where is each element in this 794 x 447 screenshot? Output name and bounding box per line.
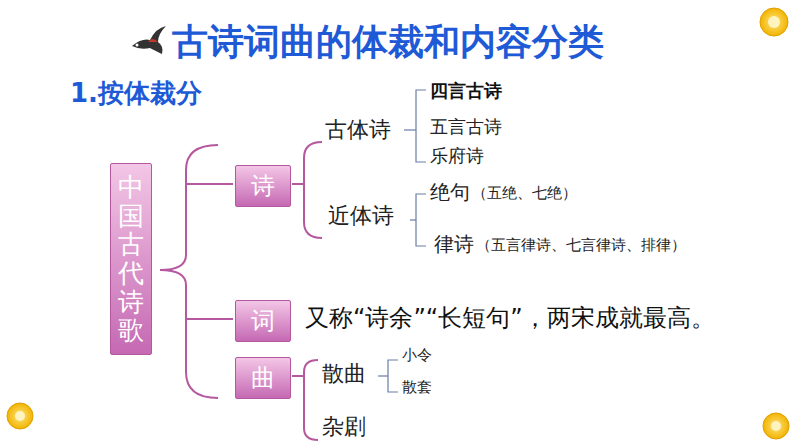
branch-label: 散曲 [322,361,366,387]
leaf-note: （五绝、七绝） [472,184,577,202]
leaf-label: 五言古诗 [430,116,502,138]
node-label: 诗 [251,170,275,202]
branch-label: 近体诗 [328,203,394,229]
leaf-label: 小令 [402,346,432,364]
leaf-label: 乐府诗 [430,145,484,167]
root-box: 中国古代诗歌 [110,163,152,355]
leaf-label: 散套 [402,378,432,396]
branch-label: 杂剧 [322,414,366,440]
leaf-label: 四言古诗 [430,80,502,102]
node-label: 词 [251,305,275,337]
section-heading: 1.按体裁分 [70,78,202,109]
category-box: 诗 [235,165,291,207]
corner-ornament [7,8,789,439]
leaf-label: 律诗 [434,232,474,256]
page-title: 古诗词曲的体裁和内容分类 [172,20,604,63]
node-label: 曲 [251,362,275,394]
leaf-label: 绝句 [430,180,470,204]
node-label: 中国古代诗歌 [118,173,144,345]
bird-icon [132,26,166,54]
branch-label: 古体诗 [325,117,391,143]
description-text: 又称“诗余”“长短句”，两宋成就最高。 [305,304,715,333]
category-box: 曲 [235,357,291,399]
bracket [160,142,322,440]
leaf-note: （五言律诗、七言律诗、排律） [476,236,686,254]
category-box: 词 [235,300,291,342]
